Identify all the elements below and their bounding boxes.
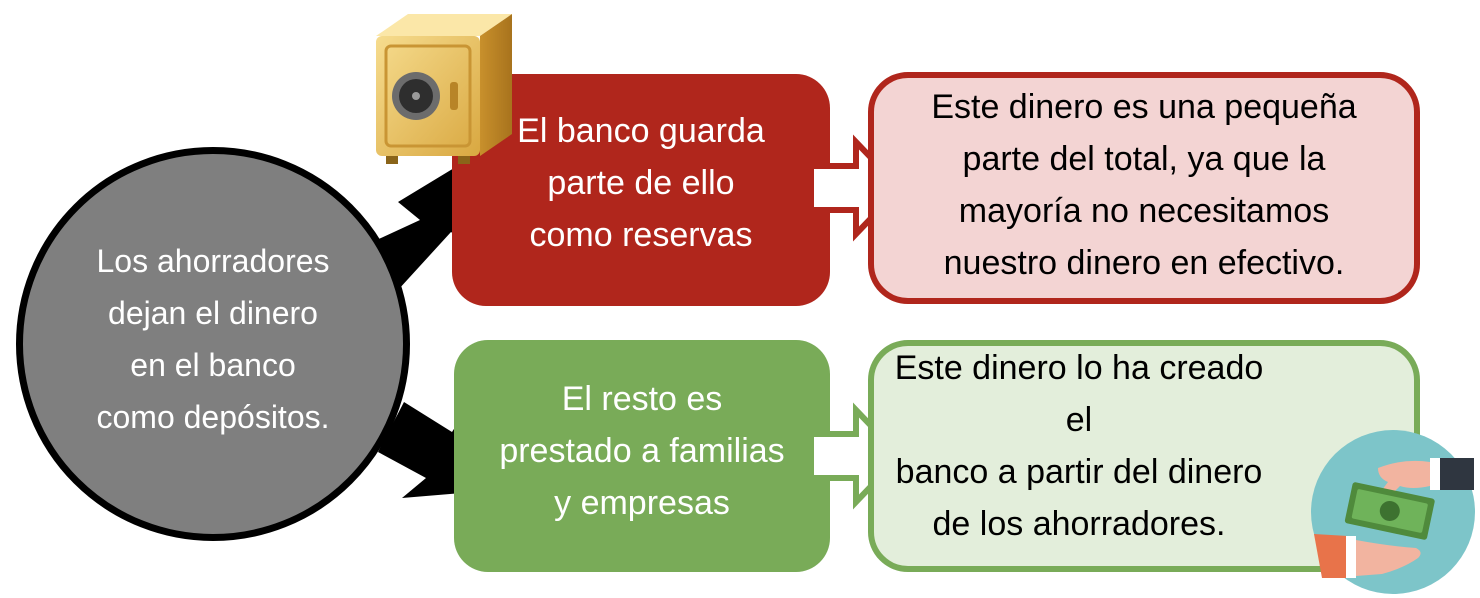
arrow-up-right-icon [368, 162, 475, 290]
savers-text: Los ahorradores dejan el dinero en el ba… [96, 243, 330, 435]
loans-box: El resto es prestado a familias y empres… [454, 340, 830, 572]
safe-icon [376, 14, 512, 164]
reserves-note-box: Este dinero es una pequeña parte del tot… [868, 72, 1420, 304]
loans-note-text: Este dinero lo ha creado el banco a part… [894, 349, 1264, 543]
loans-text: El resto es prestado a familias y empres… [499, 380, 785, 522]
reserves-text: El banco guarda parte de ello como reser… [517, 112, 765, 254]
hands-exchanging-money-icon [1311, 430, 1475, 594]
savers-circle: Los ahorradores dejan el dinero en el ba… [16, 147, 410, 541]
reserves-box: El banco guarda parte de ello como reser… [452, 74, 830, 306]
arrow-down-right-icon [378, 402, 474, 498]
reserves-note-text: Este dinero es una pequeña parte del tot… [931, 88, 1357, 282]
